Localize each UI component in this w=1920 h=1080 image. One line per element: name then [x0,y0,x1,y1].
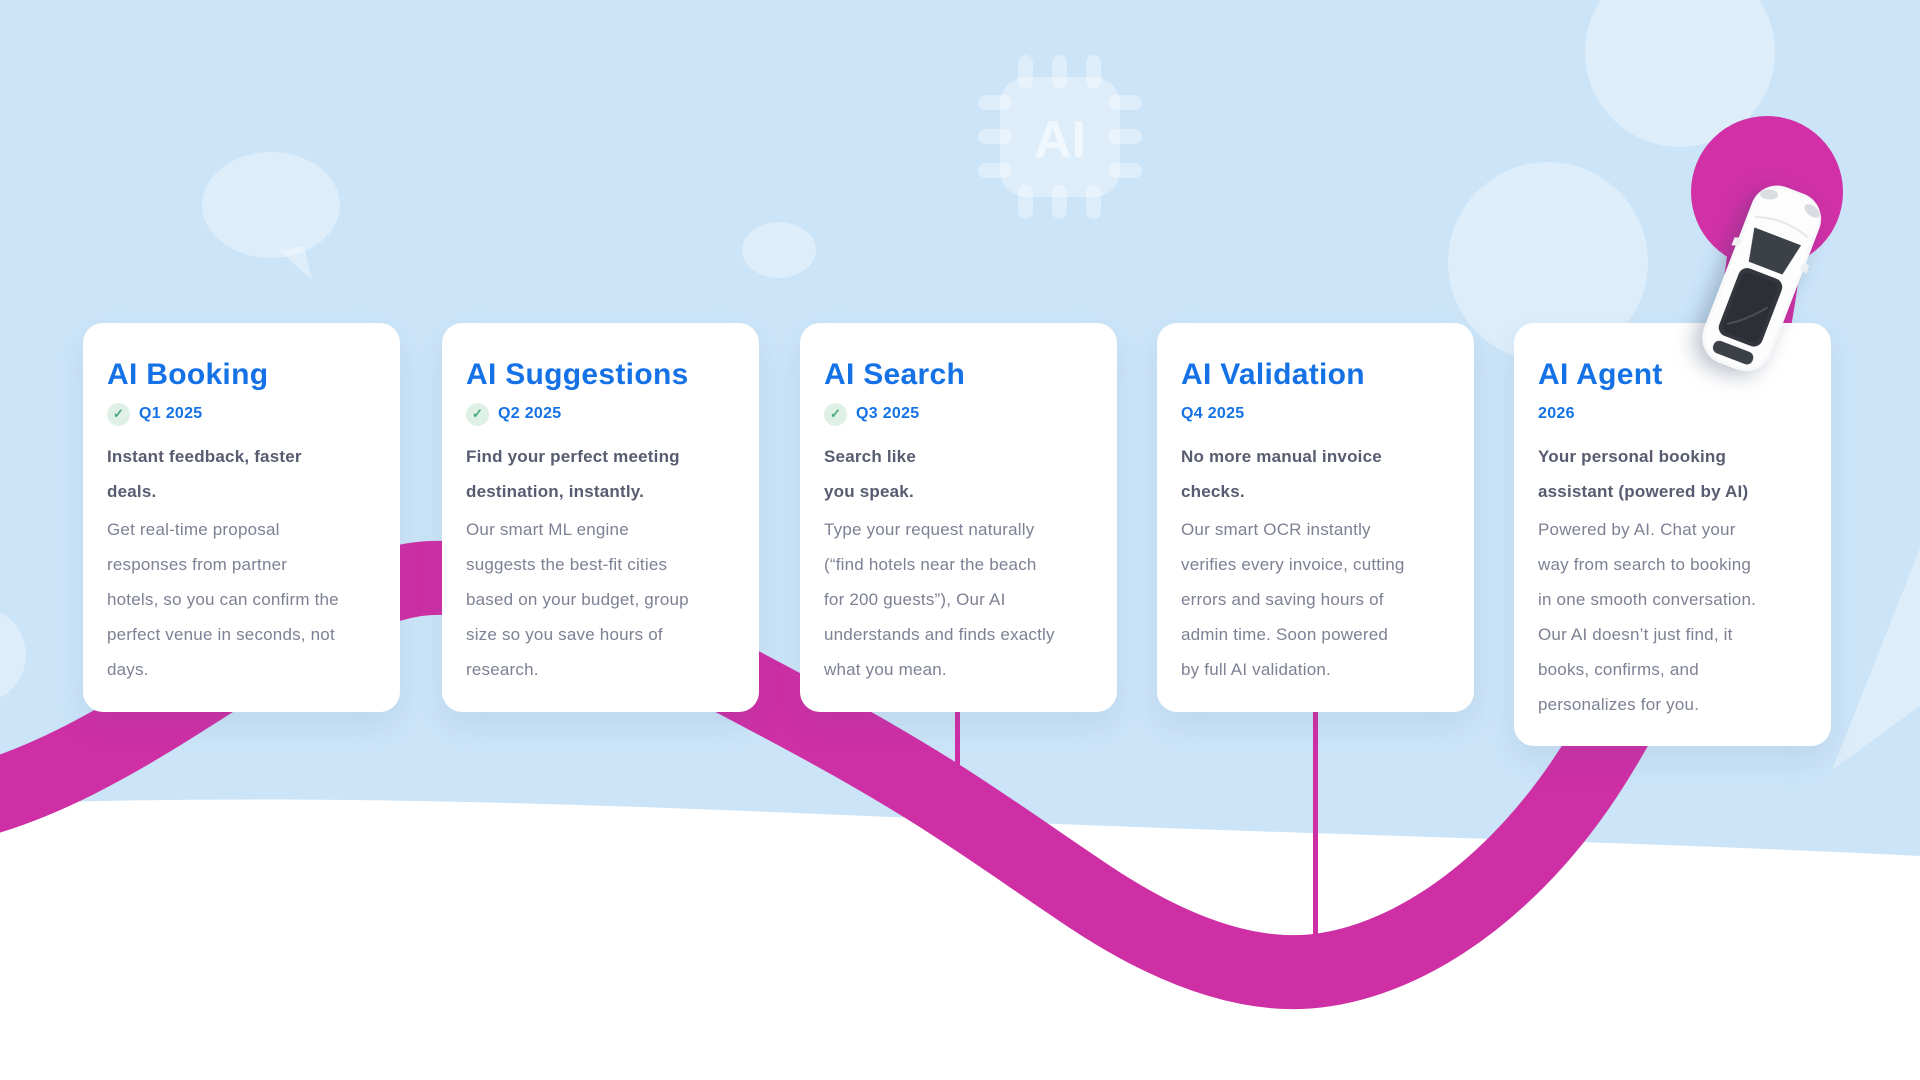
card-body: Get real-time proposal responses from pa… [107,520,339,679]
ground-wave [0,799,1920,1080]
check-icon: ✓ [466,402,489,426]
check-icon: ✓ [824,402,847,426]
speech-bubble-icon [202,152,340,280]
year-row: 2026 [1538,402,1807,426]
right-bubble-tail [1832,548,1920,770]
year-row: ✓ Q3 2025 [824,402,1093,426]
card-subtitle: Instant feedback, faster deals. [107,447,302,501]
top-right-cloud-circle [1585,0,1775,147]
card-body: Our smart OCR instantly verifies every i… [1181,520,1405,679]
card-year: 2026 [1538,405,1575,422]
milestone-connector-q4 [1313,700,1318,952]
card-subtitle: No more manual invoice checks. [1181,447,1382,501]
card-year: Q1 2025 [139,405,203,422]
small-bubble-icon [742,222,816,278]
card-title: AI Suggestions [466,358,689,391]
roadmap-card-ai-suggestions: AI Suggestions ✓ Q2 2025 Find your perfe… [442,323,759,712]
card-title: AI Search [824,358,966,391]
card-subtitle: Find your perfect meeting destination, i… [466,447,680,501]
card-subtitle: Search like you speak. [824,447,916,501]
card-year: Q4 2025 [1181,405,1245,422]
card-body: Type your request naturally (“find hotel… [824,520,1055,679]
year-row: ✓ Q2 2025 [466,402,735,426]
left-cloud-circle [0,612,26,698]
card-subtitle: Your personal booking assistant (powered… [1538,447,1749,501]
card-body: Our smart ML engine suggests the best-fi… [466,520,689,679]
roadmap-card-ai-agent: AI Agent 2026 Your personal booking assi… [1514,323,1831,746]
car-top-view-icon [1702,185,1822,372]
roadmap-card-ai-validation: AI Validation Q4 2025 No more manual inv… [1157,323,1474,712]
chip-label: AI [1034,111,1086,169]
year-row: ✓ Q1 2025 [107,402,376,426]
card-year: Q3 2025 [856,405,920,422]
card-title: AI Agent [1538,358,1663,391]
card-title: AI Booking [107,358,269,391]
ai-chip-icon: AI [978,55,1142,219]
card-body: Powered by AI. Chat your way from search… [1538,520,1757,714]
card-title: AI Validation [1181,358,1365,391]
check-icon: ✓ [107,402,130,426]
roadmap-card-ai-search: AI Search ✓ Q3 2025 Search like you spea… [800,323,1117,712]
roadmap-card-ai-booking: AI Booking ✓ Q1 2025 Instant feedback, f… [83,323,400,712]
card-year: Q2 2025 [498,405,562,422]
right-cloud-circle [1448,162,1648,362]
year-row: Q4 2025 [1181,402,1450,426]
